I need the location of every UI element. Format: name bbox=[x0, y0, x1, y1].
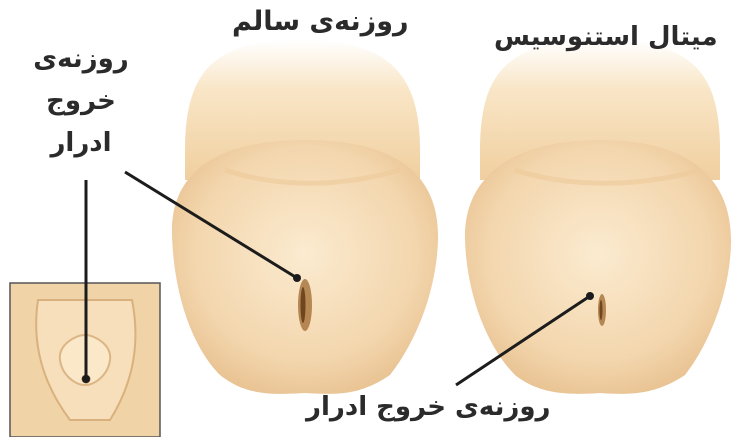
stenosis-glans bbox=[465, 140, 731, 394]
stenosis-meatus-core bbox=[600, 300, 603, 320]
dot-stenosis bbox=[586, 292, 594, 300]
stenosis-glans-figure bbox=[465, 40, 731, 394]
urethral-opening-label-bottom: روزنەی خروج ادرار bbox=[306, 392, 550, 422]
dot-inset bbox=[82, 375, 90, 383]
healthy-meatus-core bbox=[301, 287, 306, 323]
healthy-glans-figure bbox=[172, 40, 438, 394]
healthy-title: روزنەی سالم bbox=[232, 6, 409, 37]
label-line-1: روزنەی bbox=[0, 38, 162, 80]
urethral-opening-label-left: روزنەی خروج ادرار bbox=[0, 38, 162, 164]
healthy-glans bbox=[172, 140, 438, 394]
label-line-3: ادرار bbox=[0, 122, 162, 164]
label-line-2: خروج bbox=[0, 80, 162, 122]
dot-healthy bbox=[293, 274, 301, 282]
stenosis-title: میتال استنوسیس bbox=[494, 22, 718, 52]
